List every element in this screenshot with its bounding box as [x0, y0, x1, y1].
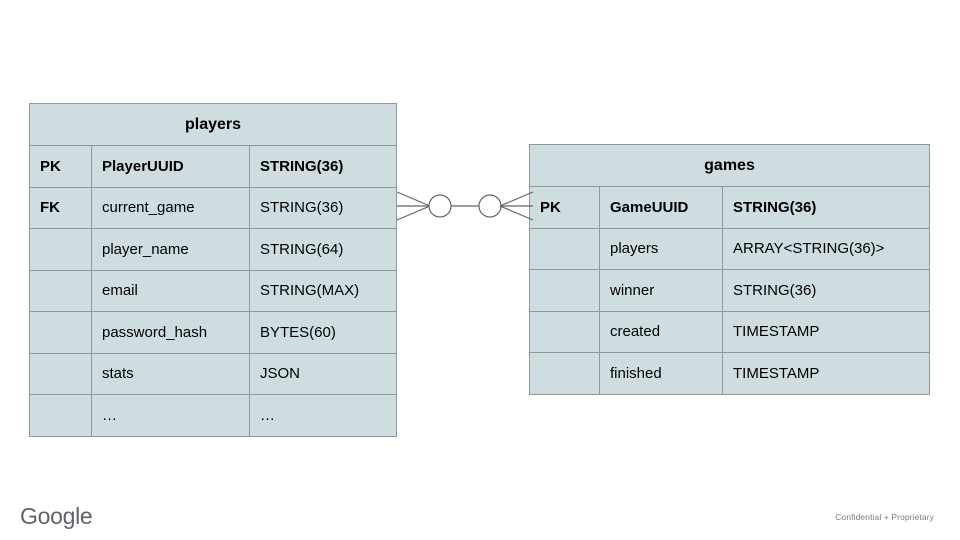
row-key-marker: PK — [30, 146, 92, 187]
row-column-name: player_name — [92, 229, 250, 270]
entity-title-games: games — [530, 145, 929, 187]
row-column-type: JSON — [260, 365, 301, 383]
row-key-marker: FK — [30, 187, 92, 228]
row-column-type: STRING(36) — [733, 198, 817, 216]
cardinality-zero-circle-right — [478, 194, 502, 218]
row-key-marker — [530, 228, 600, 269]
entity-table-games[interactable]: games PK GameUUID STRING(36) players ARR… — [529, 144, 930, 395]
row-column-type: … — [260, 407, 275, 425]
row-column-type: STRING(MAX) — [260, 282, 360, 300]
row-column-type: BYTES(60) — [260, 323, 336, 341]
row-column-type: ARRAY<STRING(36)> — [733, 240, 885, 258]
table-row: players ARRAY<STRING(36)> — [530, 228, 929, 270]
row-column-type: STRING(36) — [260, 157, 344, 175]
confidentiality-note: Confidential + Proprietary — [835, 512, 934, 522]
row-column-type: STRING(36) — [733, 281, 817, 299]
row-key-marker — [530, 311, 600, 352]
row-key-marker — [30, 353, 92, 394]
crowsfoot-left-lower — [396, 205, 431, 221]
row-key-marker — [530, 353, 600, 395]
row-column-name: winner — [600, 270, 723, 311]
row-column-name: … — [92, 395, 250, 437]
table-row: email STRING(MAX) — [30, 270, 396, 312]
entity-table-players[interactable]: players PK PlayerUUID STRING(36) FK curr… — [29, 103, 397, 437]
row-key-marker — [30, 395, 92, 437]
row-key-marker — [30, 229, 92, 270]
row-column-name: password_hash — [92, 312, 250, 353]
entity-title-players: players — [30, 104, 396, 146]
table-row: stats JSON — [30, 353, 396, 395]
row-column-type: STRING(36) — [260, 199, 344, 217]
row-column-name: PlayerUUID — [92, 146, 250, 187]
table-row: created TIMESTAMP — [530, 311, 929, 353]
row-key-marker: PK — [530, 187, 600, 228]
row-column-name: email — [92, 270, 250, 311]
row-column-name: stats — [92, 353, 250, 394]
row-column-name: current_game — [92, 187, 250, 228]
row-column-name: players — [600, 228, 723, 269]
table-row: password_hash BYTES(60) — [30, 312, 396, 354]
row-column-type: TIMESTAMP — [733, 365, 820, 383]
row-key-marker — [30, 312, 92, 353]
table-row: finished TIMESTAMP — [530, 353, 929, 395]
table-row: … … — [30, 395, 396, 437]
row-column-type: TIMESTAMP — [733, 323, 820, 341]
google-logo: Google — [20, 503, 93, 529]
row-column-type: STRING(64) — [260, 240, 344, 258]
table-row: PK GameUUID STRING(36) — [530, 187, 929, 229]
row-column-name: finished — [600, 353, 723, 395]
cardinality-zero-circle-left — [428, 194, 452, 218]
table-row: player_name STRING(64) — [30, 229, 396, 271]
row-key-marker — [530, 270, 600, 311]
table-row: winner STRING(36) — [530, 270, 929, 312]
relationship-connector-players-games[interactable] — [390, 176, 540, 236]
table-row: FK current_game STRING(36) — [30, 187, 396, 229]
row-column-name: created — [600, 311, 723, 352]
google-logo-text: Google — [20, 503, 92, 529]
crowsfoot-right-lower — [499, 205, 534, 221]
crowsfoot-right-upper — [499, 191, 534, 207]
row-column-name: GameUUID — [600, 187, 723, 228]
table-row: PK PlayerUUID STRING(36) — [30, 146, 396, 188]
crowsfoot-left-upper — [396, 191, 431, 207]
row-key-marker — [30, 270, 92, 311]
